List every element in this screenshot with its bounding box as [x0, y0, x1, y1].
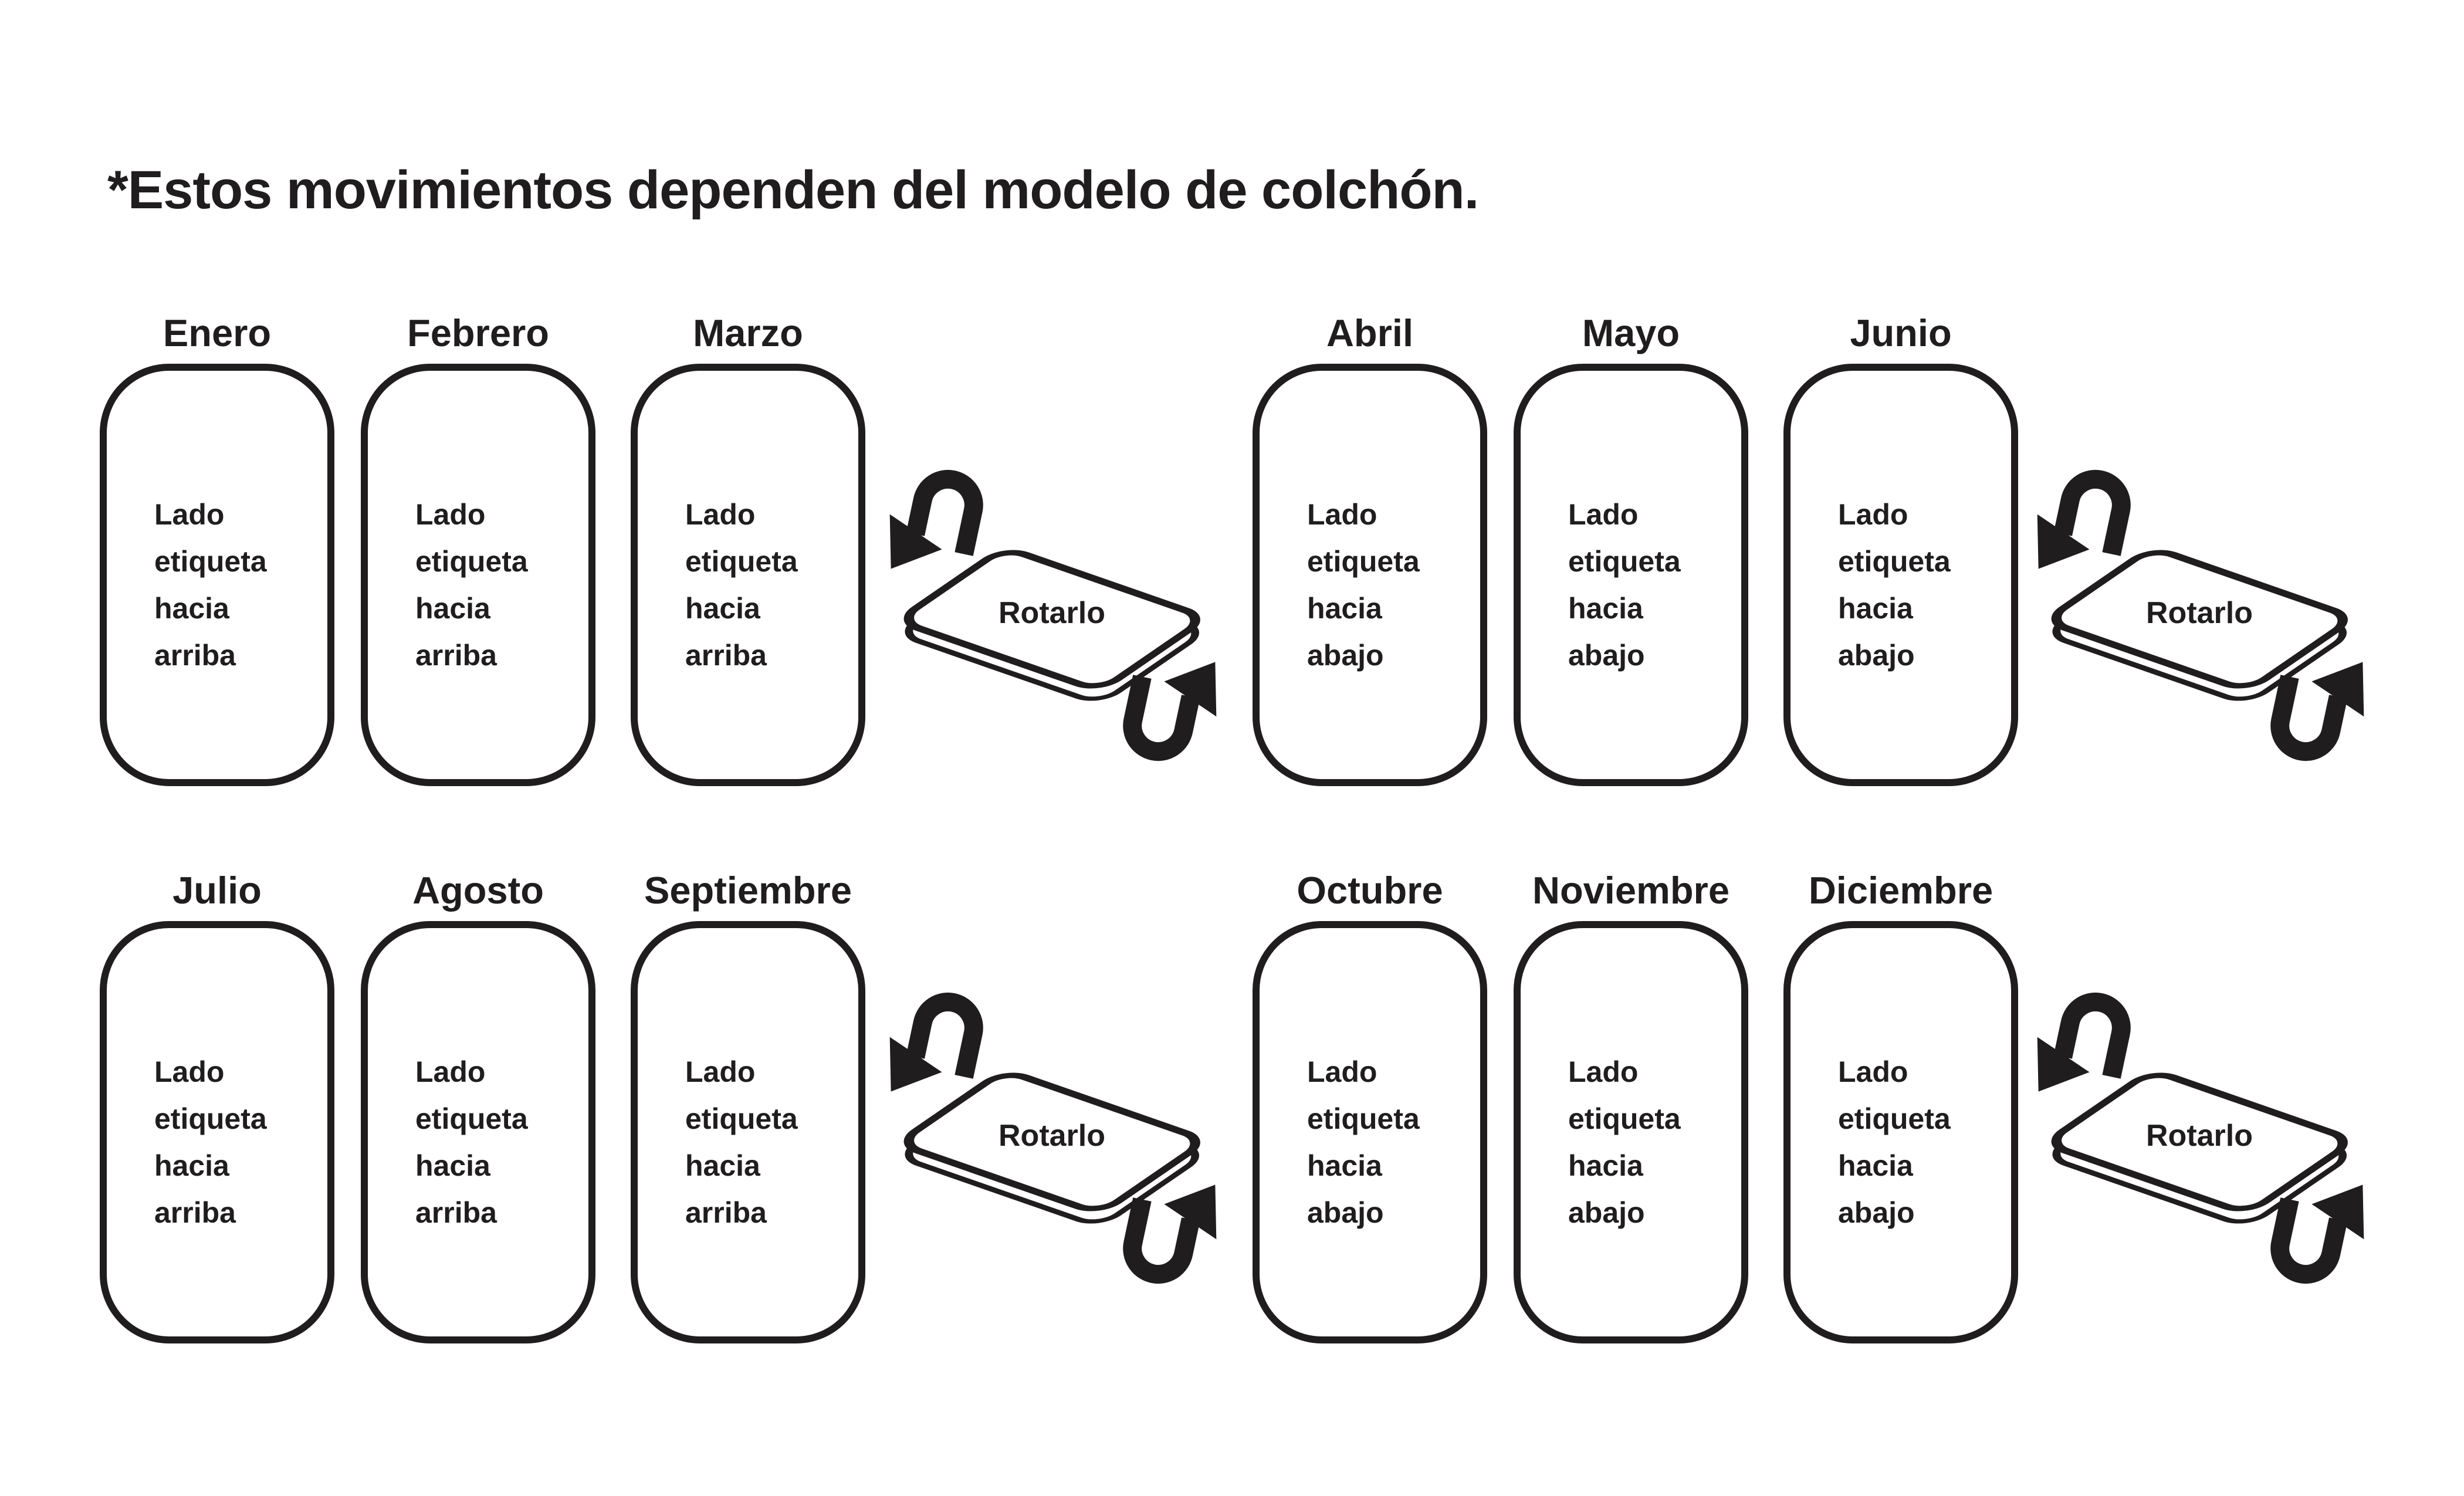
month-label: Marzo	[693, 312, 803, 354]
rotarlo-label: Rotarlo	[2146, 1119, 2253, 1153]
mattress-outline: Lado etiqueta hacia abajo	[1783, 921, 2018, 1343]
flip-arrows-icon	[834, 964, 1280, 1352]
flip-arrows-icon	[834, 442, 1280, 829]
rotarlo-label: Rotarlo	[999, 1119, 1105, 1153]
label-side-text: Lado etiqueta hacia arriba	[685, 498, 798, 672]
mattress-outline: Lado etiqueta hacia arriba	[631, 921, 865, 1343]
label-side-text: Lado etiqueta hacia abajo	[1838, 498, 1951, 672]
month-label: Octubre	[1297, 869, 1443, 912]
month-label: Agosto	[412, 869, 544, 912]
rotate-mattress-icon: Rotarlo	[1982, 442, 2428, 829]
month-card-agosto: Agosto Lado etiqueta hacia arriba	[361, 869, 595, 1343]
mattress-outline: Lado etiqueta hacia abajo	[1783, 364, 2018, 786]
month-label: Febrero	[407, 312, 549, 354]
month-card-septiembre: Septiembre Lado etiqueta hacia arriba	[631, 869, 865, 1343]
month-card-diciembre: Diciembre Lado etiqueta hacia abajo	[1783, 869, 2018, 1343]
page-title: *Estos movimientos dependen del modelo d…	[107, 160, 1479, 220]
mattress-outline: Lado etiqueta hacia abajo	[1514, 364, 1748, 786]
month-label: Septiembre	[644, 869, 852, 912]
rotarlo-label: Rotarlo	[2146, 596, 2253, 630]
mattress-outline: Lado etiqueta hacia abajo	[1253, 921, 1487, 1343]
month-card-julio: Julio Lado etiqueta hacia arriba	[100, 869, 334, 1343]
label-side-text: Lado etiqueta hacia abajo	[1838, 1055, 1951, 1229]
label-side-text: Lado etiqueta hacia arriba	[154, 1055, 267, 1229]
month-card-enero: Enero Lado etiqueta hacia arriba	[100, 312, 334, 786]
flip-arrows-icon	[1982, 442, 2428, 829]
label-side-text: Lado etiqueta hacia abajo	[1307, 498, 1420, 672]
mattress-outline: Lado etiqueta hacia arriba	[100, 364, 334, 786]
mattress-outline: Lado etiqueta hacia arriba	[361, 364, 595, 786]
label-side-text: Lado etiqueta hacia arriba	[154, 498, 267, 672]
label-side-text: Lado etiqueta hacia arriba	[415, 1055, 528, 1229]
month-card-marzo: Marzo Lado etiqueta hacia arriba	[631, 312, 865, 786]
month-card-mayo: Mayo Lado etiqueta hacia abajo	[1514, 312, 1748, 786]
rotate-mattress-icon: Rotarlo	[834, 964, 1280, 1352]
mattress-outline: Lado etiqueta hacia arriba	[361, 921, 595, 1343]
label-side-text: Lado etiqueta hacia abajo	[1568, 498, 1681, 672]
month-card-abril: Abril Lado etiqueta hacia abajo	[1253, 312, 1487, 786]
rotate-mattress-icon: Rotarlo	[834, 442, 1280, 829]
month-label: Diciembre	[1808, 869, 1993, 912]
month-label: Enero	[163, 312, 272, 354]
label-side-text: Lado etiqueta hacia abajo	[1568, 1055, 1681, 1229]
flip-arrows-icon	[1982, 964, 2428, 1352]
month-label: Noviembre	[1532, 869, 1729, 912]
month-card-noviembre: Noviembre Lado etiqueta hacia abajo	[1514, 869, 1748, 1343]
month-label: Mayo	[1582, 312, 1680, 354]
rotarlo-label: Rotarlo	[999, 596, 1105, 630]
month-label: Abril	[1326, 312, 1414, 354]
month-label: Junio	[1850, 312, 1952, 354]
month-card-junio: Junio Lado etiqueta hacia abajo	[1783, 312, 2018, 786]
mattress-outline: Lado etiqueta hacia abajo	[1514, 921, 1748, 1343]
label-side-text: Lado etiqueta hacia arriba	[685, 1055, 798, 1229]
month-card-febrero: Febrero Lado etiqueta hacia arriba	[361, 312, 595, 786]
rotate-mattress-icon: Rotarlo	[1982, 964, 2428, 1352]
month-card-octubre: Octubre Lado etiqueta hacia abajo	[1253, 869, 1487, 1343]
mattress-outline: Lado etiqueta hacia arriba	[631, 364, 865, 786]
label-side-text: Lado etiqueta hacia abajo	[1307, 1055, 1420, 1229]
mattress-outline: Lado etiqueta hacia arriba	[100, 921, 334, 1343]
label-side-text: Lado etiqueta hacia arriba	[415, 498, 528, 672]
mattress-outline: Lado etiqueta hacia abajo	[1253, 364, 1487, 786]
month-label: Julio	[172, 869, 262, 912]
